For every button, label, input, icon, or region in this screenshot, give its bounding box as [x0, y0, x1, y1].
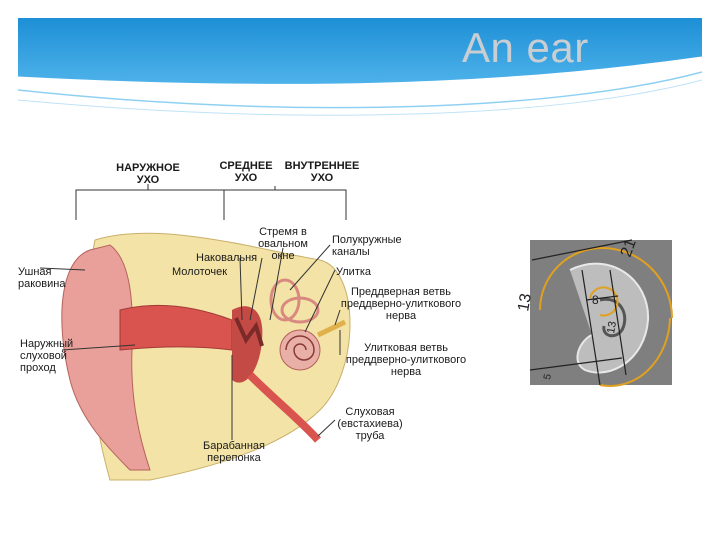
nerve-shape	[316, 319, 347, 338]
golden-spiral	[539, 247, 673, 387]
title-banner	[17, 18, 703, 116]
label-malleus: Молоточек	[172, 266, 228, 278]
cochlea-shape	[279, 329, 321, 371]
label-cochlea: Улитка	[336, 266, 372, 278]
ear-golden-ratio-photo: 21 13 8 13 5	[515, 237, 673, 387]
pointer-lines	[39, 244, 341, 440]
ratio-grid	[529, 239, 633, 386]
ratio-number-8: 8	[592, 293, 599, 307]
label-incus: Наковальня	[196, 252, 258, 264]
ear-anatomy-diagram	[39, 184, 351, 481]
slide-title: An ear	[462, 24, 589, 71]
label-eustachian-tube: Слуховая(евстахиева)труба	[337, 406, 403, 442]
eustachian-tube-shape	[247, 372, 321, 443]
auricle-shape	[61, 244, 151, 471]
ratio-number-13-right: 13	[605, 320, 619, 334]
section-bracket	[75, 184, 347, 220]
ratio-number-5: 5	[542, 373, 554, 381]
ossicles-shape	[234, 317, 264, 347]
ratio-number-21: 21	[618, 237, 640, 260]
semicircular-canals-shape	[269, 278, 320, 324]
ratio-number-13-left: 13	[515, 292, 535, 313]
